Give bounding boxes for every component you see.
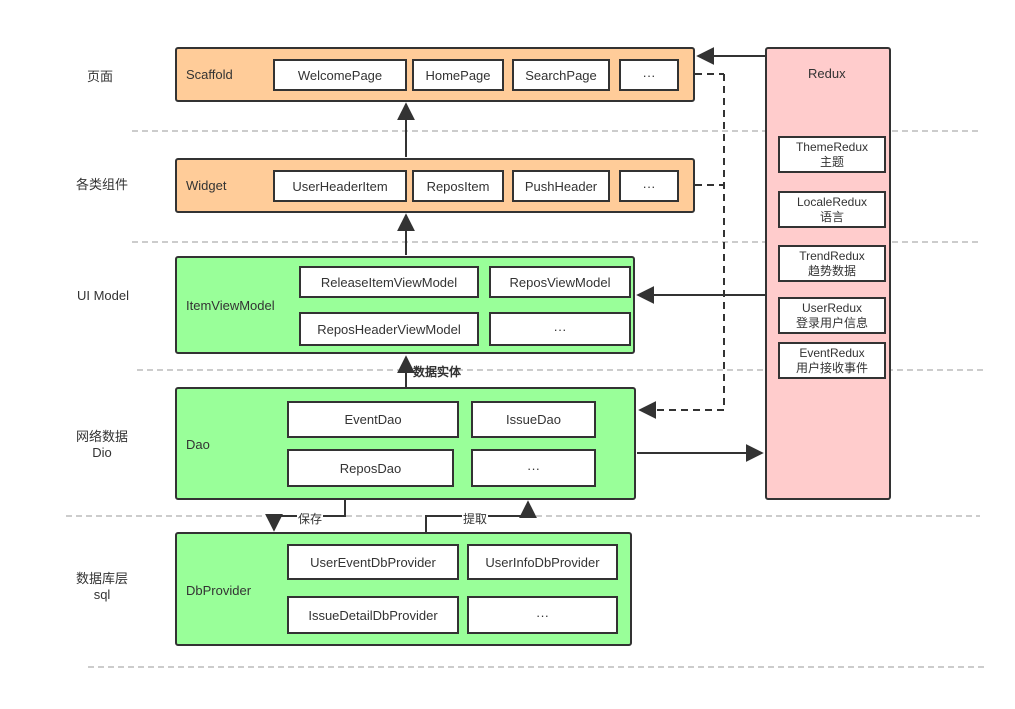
layer-label-network: 网络数据 Dio <box>75 429 128 460</box>
itemviewmodel-title: ItemViewModel <box>186 298 275 313</box>
layer-label-page: 页面 <box>86 69 113 84</box>
user-redux-desc: 登录用户信息 <box>795 315 868 330</box>
home-page-item: HomePage <box>412 59 504 91</box>
data-entity-label: 数据实体 <box>413 365 462 379</box>
locale-redux-desc: 语言 <box>819 209 844 224</box>
fetch-label: 提取 <box>462 510 489 527</box>
welcome-page-item: WelcomePage <box>273 59 407 91</box>
scaffold-module: Scaffold WelcomePage HomePage SearchPage… <box>175 47 695 102</box>
layer-label-widget: 各类组件 <box>75 177 128 192</box>
release-item-viewmodel: ReleaseItemViewModel <box>299 266 479 298</box>
event-redux-desc: 用户接收事件 <box>795 360 868 375</box>
widget-module: Widget UserHeaderItem ReposItem PushHead… <box>175 158 695 213</box>
trend-redux-desc: 趋势数据 <box>807 263 856 278</box>
locale-redux-name: LocaleRedux <box>796 194 868 209</box>
redux-title: Redux <box>808 66 846 81</box>
event-redux-item: EventRedux 用户接收事件 <box>778 342 886 379</box>
theme-redux-item: ThemeRedux 主题 <box>778 136 886 173</box>
scaffold-title: Scaffold <box>186 67 233 82</box>
user-header-item: UserHeaderItem <box>273 170 407 202</box>
widget-title: Widget <box>186 178 227 193</box>
dbprovider-title: DbProvider <box>186 583 252 598</box>
repos-viewmodel: ReposViewModel <box>489 266 631 298</box>
user-redux-name: UserRedux <box>801 300 863 315</box>
more-widgets-item: ··· <box>619 170 679 202</box>
more-viewmodels-item: ··· <box>489 312 631 346</box>
user-event-db-provider: UserEventDbProvider <box>287 544 459 580</box>
more-pages-item: ··· <box>619 59 679 91</box>
more-dao-item: ··· <box>471 449 596 487</box>
issue-dao-item: IssueDao <box>471 401 596 438</box>
locale-redux-item: LocaleRedux 语言 <box>778 191 886 228</box>
user-info-db-provider: UserInfoDbProvider <box>467 544 618 580</box>
dbprovider-module: DbProvider UserEventDbProvider UserInfoD… <box>175 532 632 646</box>
dao-module: Dao EventDao IssueDao ReposDao ··· <box>175 387 636 500</box>
trend-redux-name: TrendRedux <box>799 248 865 263</box>
issue-detail-db-provider: IssueDetailDbProvider <box>287 596 459 634</box>
repos-item: ReposItem <box>412 170 504 202</box>
itemviewmodel-module: ItemViewModel ReleaseItemViewModel Repos… <box>175 256 635 354</box>
redux-module: Redux ThemeRedux 主题 LocaleRedux 语言 Trend… <box>765 47 891 500</box>
layer-label-uimodel: UI Model <box>76 288 130 303</box>
repos-header-viewmodel: ReposHeaderViewModel <box>299 312 479 346</box>
theme-redux-name: ThemeRedux <box>795 139 869 154</box>
more-db-provider-item: ··· <box>467 596 618 634</box>
theme-redux-desc: 主题 <box>819 154 844 169</box>
push-header-item: PushHeader <box>512 170 610 202</box>
user-redux-item: UserRedux 登录用户信息 <box>778 297 886 334</box>
search-page-item: SearchPage <box>512 59 610 91</box>
event-redux-name: EventRedux <box>799 345 865 360</box>
trend-redux-item: TrendRedux 趋势数据 <box>778 245 886 282</box>
dao-title: Dao <box>186 437 210 452</box>
save-label: 保存 <box>297 510 324 527</box>
repos-dao-item: ReposDao <box>287 449 454 487</box>
event-dao-item: EventDao <box>287 401 459 438</box>
layer-label-db: 数据库层 sql <box>75 571 128 602</box>
